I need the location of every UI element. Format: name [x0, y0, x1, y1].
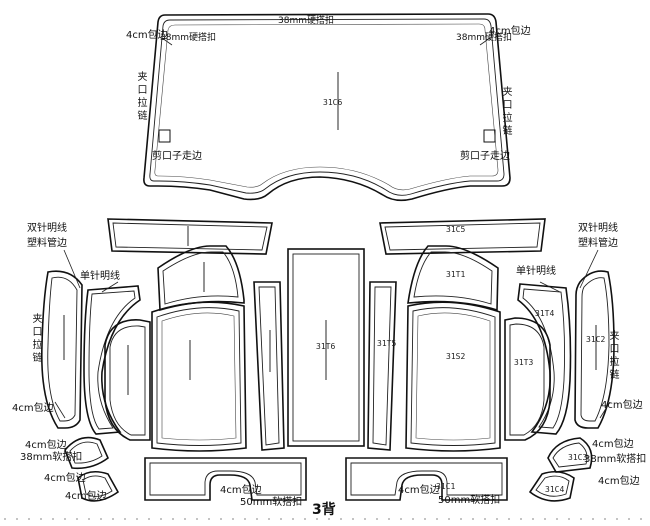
- label-left-edge-small-a: 4cm包边: [44, 473, 86, 484]
- piece-bottom-right-panel: [345, 457, 508, 501]
- code-31c1: 31C1: [436, 482, 456, 491]
- piece-right-small-a: [547, 437, 593, 473]
- label-right-edge-low: 4cm包边: [592, 439, 634, 450]
- code-31s2: 31S2: [446, 352, 466, 361]
- code-31c5: 31C5: [446, 225, 466, 234]
- label-right-edge-small: 4cm包边: [598, 476, 640, 487]
- label-top-left-zipper: 夹口拉链: [137, 72, 148, 122]
- label-top-left-cut: 剪口子走边: [152, 151, 202, 162]
- label-bottom-left-edge: 4cm包边: [220, 485, 262, 496]
- piece-bottom-left-panel: [144, 457, 307, 501]
- code-31t1: 31T1: [446, 270, 466, 279]
- label-left-zipper: 夹口拉链: [32, 314, 43, 364]
- label-right-zipper: 夹口拉链: [609, 331, 620, 381]
- piece-center-strip: [287, 248, 365, 447]
- label-top-right-buckle: 38mm硬搭扣: [456, 33, 512, 43]
- piece-top-back-panel: [143, 13, 511, 202]
- label-top-left-edge: 4cm包边: [126, 30, 168, 41]
- label-left-plastic-pipe: 塑料管边: [27, 238, 67, 249]
- code-31c6: 31C6: [323, 98, 343, 107]
- piece-right-small-b: [528, 470, 575, 502]
- piece-right-narrow-strip: [367, 281, 397, 451]
- piece-right-side-strip: [574, 270, 615, 429]
- label-left-edge-mid: 4cm包边: [12, 403, 54, 414]
- label-right-plastic-pipe: 塑料管边: [578, 238, 618, 249]
- label-left-soft-buckle: 38mm软搭扣: [20, 452, 83, 463]
- label-top-right-zipper: 夹口拉链: [502, 87, 513, 137]
- leader-lines: [54, 37, 611, 419]
- label-right-double-stitch: 双针明线: [578, 223, 618, 234]
- label-left-edge-small-b: 4cm包边: [65, 491, 107, 502]
- code-31t3: 31T3: [514, 358, 534, 367]
- label-top-right-edge: 4cm包边: [489, 26, 531, 37]
- label-left-single-stitch: 单针明线: [80, 271, 120, 282]
- code-31c2: 31C2: [586, 335, 606, 344]
- label-bottom-right-buckle: 50mm软搭扣: [438, 495, 501, 506]
- code-31t4: 31T4: [535, 309, 555, 318]
- label-left-edge-low: 4cm包边: [25, 440, 67, 451]
- label-right-soft-buckle: 38mm软搭扣: [584, 454, 647, 465]
- label-right-single-stitch: 单针明线: [516, 266, 556, 277]
- label-bottom-left-buckle: 50mm软搭扣: [240, 497, 303, 508]
- sheet-title: 3背: [312, 502, 336, 518]
- piece-left-side-strip: [41, 270, 83, 429]
- label-right-edge-mid: 4cm包边: [601, 400, 643, 411]
- code-31c4: 31C4: [545, 485, 565, 494]
- piece-left-small-a: [64, 436, 109, 470]
- piece-left-mid-panel: [104, 319, 151, 441]
- code-31t5: 31T5: [377, 339, 397, 348]
- piece-left-curved-long: [83, 285, 141, 435]
- piece-right-mid-panel: [504, 317, 551, 441]
- label-left-double-stitch: 双针明线: [27, 223, 67, 234]
- label-top-right-cut: 剪口子走边: [460, 151, 510, 162]
- piece-left-seat-panel: [151, 301, 247, 452]
- piece-left-upper-band: [107, 218, 273, 255]
- piece-left-narrow-strip: [253, 281, 285, 451]
- label-top-center-buckle: 38mm硬搭扣: [278, 16, 334, 26]
- piece-right-upper-band: [379, 218, 546, 255]
- label-bottom-right-edge: 4cm包边: [398, 485, 440, 496]
- piece-left-upper-cap: [157, 245, 245, 312]
- code-31t6: 31T6: [316, 342, 336, 351]
- piece-right-seat-panel: [405, 301, 501, 452]
- code-31c3: 31C3: [568, 453, 588, 462]
- label-top-left-buckle: 38mm硬搭扣: [160, 33, 216, 43]
- piece-left-small-b: [77, 470, 120, 502]
